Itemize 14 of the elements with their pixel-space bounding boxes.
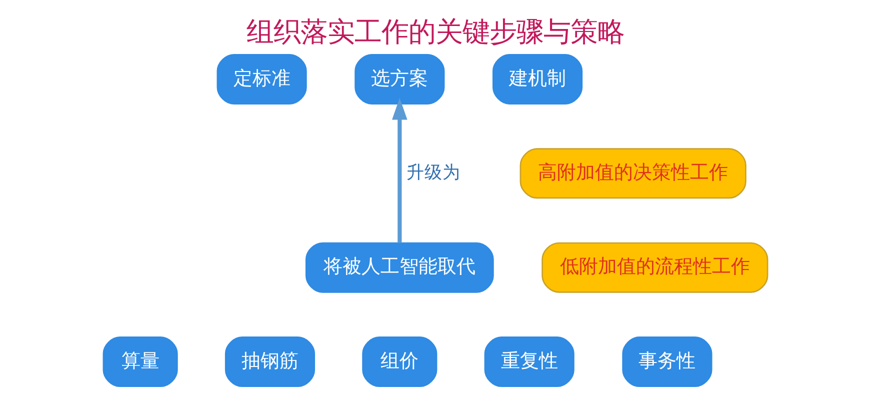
node-box: 定标准 <box>216 54 306 104</box>
node-box: 组价 <box>362 336 437 387</box>
node-box: 建机制 <box>492 54 582 104</box>
diagram-title: 组织落实工作的关键步骤与策略 <box>246 16 624 48</box>
node-box: 高附加值的决策性工作 <box>519 148 746 199</box>
arrow <box>392 98 407 243</box>
edge-label: 升级为 <box>406 163 460 184</box>
node-box: 将被人工智能取代 <box>304 242 494 293</box>
node-box: 重复性 <box>484 336 574 387</box>
node-box: 事务性 <box>622 336 712 387</box>
node-box: 抽钢筋 <box>224 336 315 387</box>
node-box: 低附加值的流程性工作 <box>541 242 768 293</box>
node-box: 算量 <box>102 336 178 387</box>
node-box: 选方案 <box>354 54 444 104</box>
